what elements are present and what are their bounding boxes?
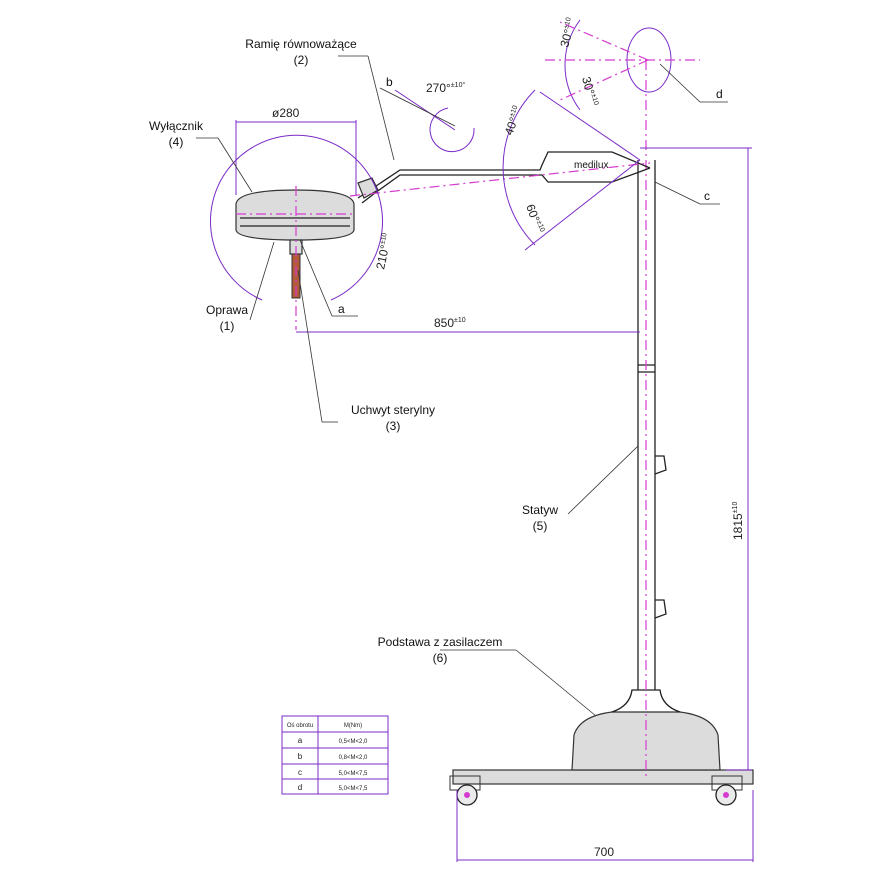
angle-b-label: 270°±10° <box>426 81 465 95</box>
axis-a-letter: a <box>338 302 345 316</box>
height-label: 1815±10 <box>731 502 745 540</box>
switch-number: (4) <box>169 135 184 149</box>
lamp-housing <box>235 189 355 241</box>
lamp-label: Oprawa <box>206 303 248 317</box>
table-header-torque: M(Nm) <box>344 723 362 729</box>
width-label: 700 <box>594 845 614 859</box>
stand-number: (5) <box>533 519 548 533</box>
table-row-torque: 0,8<M<2,0 <box>339 755 368 761</box>
arc-210 <box>210 134 383 301</box>
brand-label: medilux <box>574 160 608 171</box>
handle-label: Uchwyt sterylny <box>351 403 435 417</box>
table-row-axis: d <box>298 783 302 792</box>
base-plate <box>452 769 754 785</box>
table-row-axis: a <box>298 736 303 745</box>
angle-down-label: 60°±10 <box>523 202 546 235</box>
axis-d-letter: d <box>716 87 723 101</box>
base-assembly <box>449 689 754 806</box>
rotation-arcs <box>210 19 700 301</box>
arm-joint <box>357 177 379 199</box>
torque-table: Oś obrotu M(Nm) a 0,5<M<2,0 b 0,8<M<2,0 … <box>281 715 389 795</box>
left-wheel-hub <box>464 792 470 798</box>
reach-label: 850±10 <box>434 316 466 330</box>
lamp-head <box>235 186 356 330</box>
angle-d2-label: 30°±10 <box>579 75 600 107</box>
base-label: Podstawa z zasilaczem <box>378 635 503 649</box>
pole-clamp-lower <box>654 599 667 619</box>
dimension-text: ø280 850±10 1815±10 700 270°±10° 210°±10… <box>272 16 745 859</box>
axis-b-letter: b <box>386 75 393 89</box>
angle-up-label: 40°±10 <box>502 104 525 137</box>
component-labels: Ramię równoważące (2) Wyłącznik (4) Opra… <box>149 37 639 717</box>
arm-number: (2) <box>294 53 309 67</box>
switch-label: Wyłącznik <box>149 119 204 133</box>
table-row-axis: c <box>298 768 302 777</box>
angle-a-label: 210°±10 <box>373 232 394 271</box>
right-wheel-hub <box>723 792 729 798</box>
arc-270 <box>429 107 475 153</box>
table-row-torque: 0,5<M<2,0 <box>339 739 368 745</box>
dimension-lines <box>235 120 754 862</box>
lamp-number: (1) <box>220 319 235 333</box>
table-row-torque: 5,0<M<7,5 <box>339 771 368 777</box>
axis-letters: a b c d <box>299 63 728 317</box>
table-row-axis: b <box>298 752 303 761</box>
handle-number: (3) <box>386 419 401 433</box>
diameter-label: ø280 <box>272 106 300 120</box>
stand-pole <box>637 120 667 780</box>
base-neck <box>611 689 681 713</box>
balance-arm: medilux <box>349 151 651 204</box>
arc-40-60 <box>502 89 536 246</box>
axis-c-letter: c <box>704 189 710 203</box>
pole-clamp-upper <box>654 455 667 475</box>
angle-d1-label: 30°±10 <box>557 16 578 48</box>
arc-30-30 <box>564 19 581 111</box>
stand-label: Statyw <box>522 503 558 517</box>
table-header-axis: Oś obrotu <box>287 723 313 729</box>
table-row-torque: 5,0<M<7,5 <box>339 786 368 792</box>
base-number: (6) <box>433 651 448 665</box>
arm-label: Ramię równoważące <box>245 37 357 51</box>
